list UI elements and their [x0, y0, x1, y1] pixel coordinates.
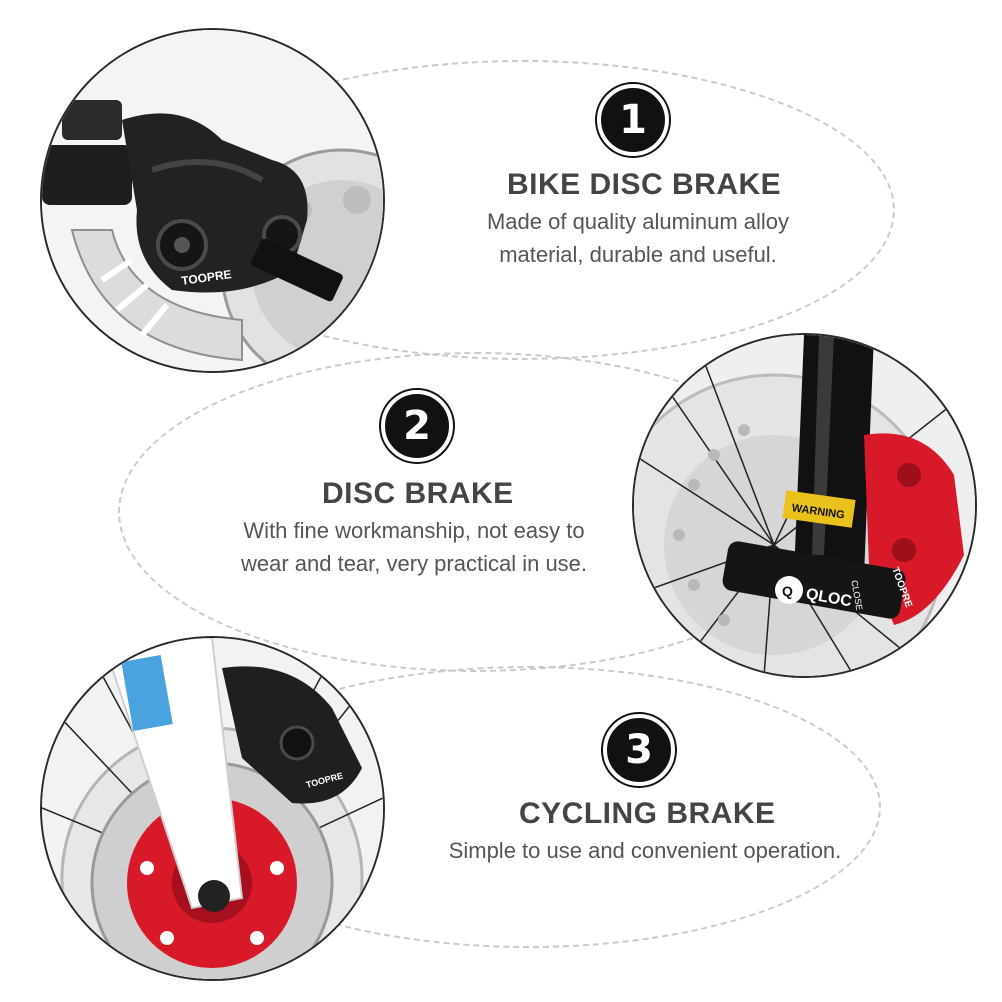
- caliper-brand-text-1: TOOPRE: [180, 267, 232, 288]
- number-badge-2: 2: [381, 390, 453, 462]
- photo-cycling-brake: TOOPRE: [40, 636, 385, 981]
- svg-text:Q: Q: [782, 583, 793, 599]
- photo-disc-brake: WARNING Q QLOC CLOSE TOOPRE: [632, 333, 977, 678]
- feature-description-3: Simple to use and convenient operation.: [448, 838, 842, 863]
- number-badge-1: 1: [597, 84, 669, 156]
- number-badge-3: 3: [603, 714, 675, 786]
- feature-title-1: BIKE DISC BRAKE: [507, 168, 782, 201]
- feature-title-3: CYCLING BRAKE: [519, 797, 776, 830]
- feature-description-1: Made of quality aluminum alloy material,…: [486, 209, 790, 267]
- photo-bike-disc-brake: TOOPRE: [40, 28, 385, 373]
- feature-title-2: DISC BRAKE: [322, 477, 514, 510]
- feature-description-2: With fine workmanship, not easy to wear …: [240, 518, 588, 576]
